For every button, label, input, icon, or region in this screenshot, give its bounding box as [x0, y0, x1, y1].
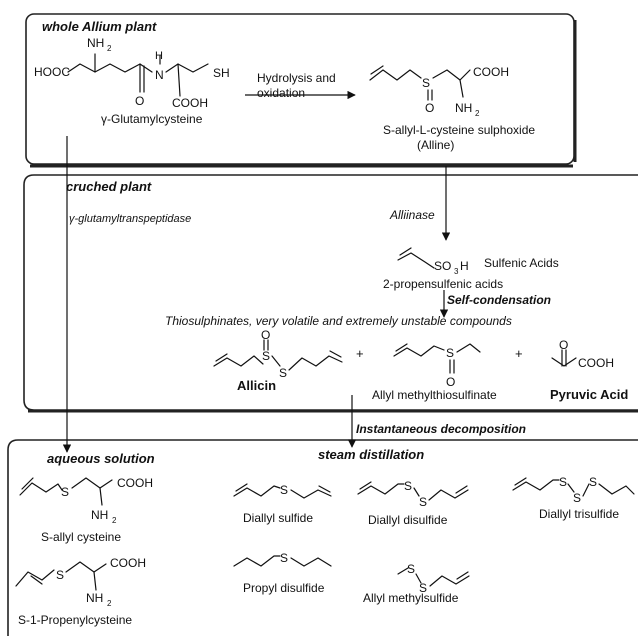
label-thiosulphinates: Thiosulphinates, very volatile and extre…	[165, 314, 512, 328]
label-diallyl-disulfide: Diallyl disulfide	[368, 513, 448, 527]
atom-label: COOH	[172, 96, 208, 110]
label-allyl-methylthiosulfinate: Allyl methylthiosulfinate	[372, 388, 497, 402]
atom-label: N	[155, 68, 164, 82]
section-title-whole-plant: whole Allium plant	[42, 19, 157, 34]
label-diallyl-sulfide: Diallyl sulfide	[243, 511, 313, 525]
atom-label: S	[280, 483, 288, 497]
distillation-frame	[7, 439, 638, 636]
structure-allyl-methylthiosulfinate: S O Allyl methylthiosulfinate	[372, 343, 497, 402]
label-s-propenylcysteine: S-1-Propenylcysteine	[18, 613, 132, 627]
atom-label: S	[589, 475, 597, 489]
structure-s-propenylcysteine: S COOH NH 2 S-1-Propenylcysteine	[15, 556, 146, 627]
label-hydrolysis-1: Hydrolysis and	[257, 71, 336, 85]
label-s-allyl-cysteine: S-allyl cysteine	[41, 530, 121, 544]
atom-label: O	[559, 338, 568, 352]
label-instantaneous-decomposition: Instantaneous decomposition	[356, 422, 526, 436]
plus-1: +	[356, 346, 364, 361]
structure-diallyl-sulfide: S Diallyl sulfide	[233, 483, 332, 525]
label-allyl-methylsulfide: Allyl methylsulfide	[363, 591, 459, 605]
section-title-steam-distillation: steam distillation	[318, 447, 424, 462]
structure-alliin: S O COOH NH 2 S-allyl-L-cysteine sulphox…	[369, 65, 535, 152]
label-sulfenic-acids: Sulfenic Acids	[484, 256, 559, 270]
label-allicin: Allicin	[237, 378, 276, 393]
section-title-crushed-plant: cruched plant	[66, 179, 152, 194]
label-alliin: S-allyl-L-cysteine sulphoxide	[383, 123, 535, 137]
atom-label: NH	[86, 591, 103, 605]
label-glutamylcysteine: γ-Glutamylcysteine	[101, 112, 203, 126]
structure-allyl-methylsulfide: S S Allyl methylsulfide	[363, 562, 470, 605]
atom-label: 2	[107, 599, 112, 608]
atom-label: HOOC	[34, 65, 70, 79]
structure-allicin: S O S Allicin	[213, 328, 343, 393]
atom-label: NH	[87, 36, 104, 50]
label-diallyl-trisulfide: Diallyl trisulfide	[539, 507, 619, 521]
atom-label: S	[419, 495, 427, 509]
atom-label: O	[425, 101, 434, 115]
atom-label: S	[573, 491, 581, 505]
atom-label: H	[155, 50, 163, 62]
atom-label: S	[61, 485, 69, 499]
atom-label: S	[56, 568, 64, 582]
section-title-aqueous-solution: aqueous solution	[47, 451, 155, 466]
structure-pyruvic-acid: O COOH Pyruvic Acid	[550, 338, 628, 402]
atom-label: SH	[213, 66, 230, 80]
plus-2: +	[515, 346, 523, 361]
label-propyl-disulfide: Propyl disulfide	[243, 581, 325, 595]
structure-s-allyl-cysteine: S COOH NH 2 S-allyl cysteine	[19, 476, 153, 544]
label-propensulfenic: 2-propensulfenic acids	[383, 277, 503, 291]
atom-label: S	[262, 349, 270, 363]
label-hydrolysis-2: oxidation	[257, 86, 305, 100]
atom-label: 2	[107, 44, 112, 53]
atom-label: H	[460, 259, 469, 273]
atom-label: COOH	[117, 476, 153, 490]
atom-label: 2	[475, 109, 480, 118]
atom-label: O	[135, 94, 144, 108]
label-gamma-gt: γ-glutamyltranspeptidase	[69, 213, 191, 225]
label-pyruvic-acid: Pyruvic Acid	[550, 387, 628, 402]
atom-label: S	[280, 551, 288, 565]
label-alline: (Alline)	[417, 138, 454, 152]
atom-label: 3	[454, 267, 459, 276]
label-self-condensation: Self-condensation	[447, 293, 551, 307]
structure-propyl-disulfide: S Propyl disulfide	[233, 551, 332, 595]
atom-label: SO	[434, 259, 451, 273]
atom-label: O	[446, 375, 455, 389]
atom-label: S	[559, 475, 567, 489]
crushed-plant-frame	[23, 174, 638, 411]
atom-label: COOH	[578, 356, 614, 370]
atom-label: S	[404, 479, 412, 493]
atom-label: 2	[112, 516, 117, 525]
atom-label: S	[446, 346, 454, 360]
atom-label: NH	[91, 508, 108, 522]
atom-label: O	[261, 328, 270, 342]
atom-label: COOH	[473, 65, 509, 79]
structure-glutamylcysteine: HOOC NH 2 N H O COOH SH γ-Glutamylcystei…	[34, 36, 230, 126]
atom-label: S	[422, 76, 430, 90]
structure-sulfenic-acid: SO 3 H Sulfenic Acids 2-propensulfenic a…	[383, 247, 559, 291]
structure-diallyl-trisulfide: S S S Diallyl trisulfide	[512, 475, 635, 521]
atom-label: S	[279, 366, 287, 380]
atom-label: S	[419, 581, 427, 595]
label-alliinase: Alliinase	[389, 208, 435, 222]
atom-label: S	[407, 562, 415, 576]
atom-label: COOH	[110, 556, 146, 570]
atom-label: NH	[455, 101, 472, 115]
structure-diallyl-disulfide: S S Diallyl disulfide	[357, 479, 469, 527]
